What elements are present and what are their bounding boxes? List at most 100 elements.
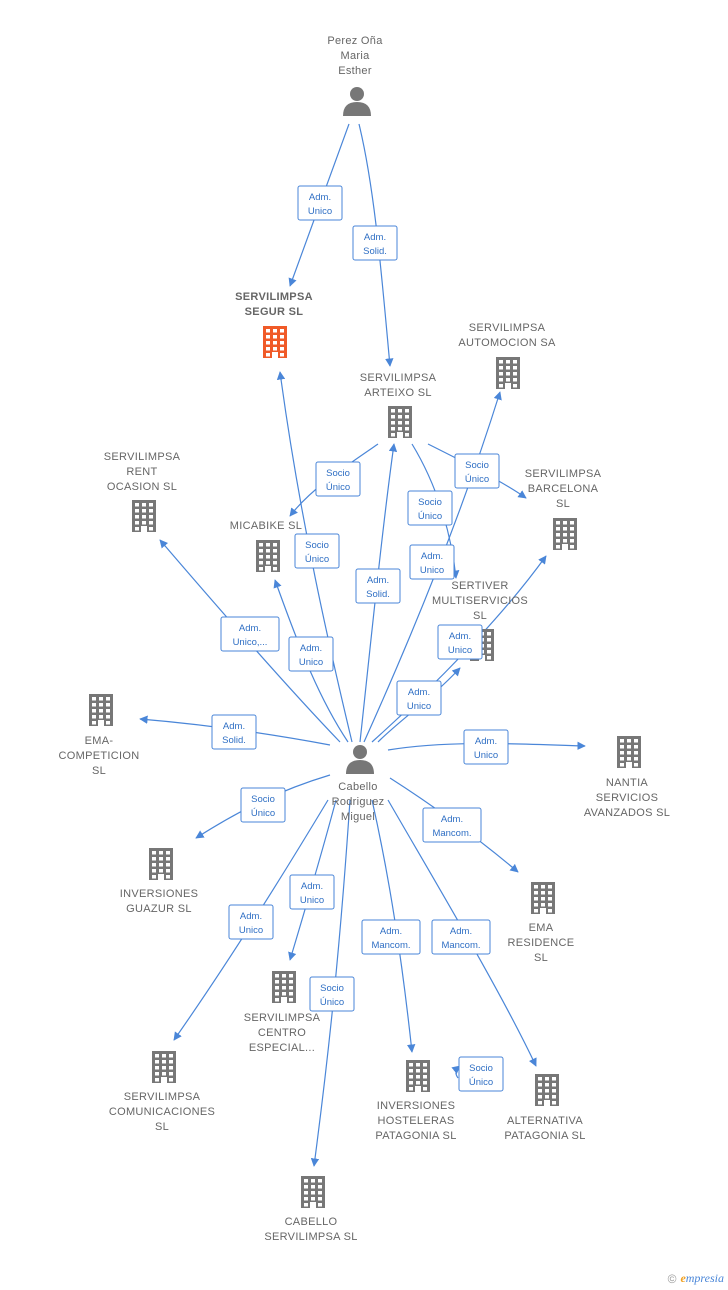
edge-label-box — [309, 976, 355, 1012]
node-label: CENTRO — [258, 1027, 306, 1039]
copyright-symbol: © — [667, 1271, 677, 1286]
person-icon — [343, 87, 371, 116]
edge-label-text: Unico — [239, 925, 263, 936]
edge-label-text: Adm. — [239, 623, 261, 634]
edge-label-text: Socio — [469, 1063, 493, 1074]
edge-label-cabello-arteixo[interactable]: Adm.Solid. — [355, 568, 401, 604]
edge-label-box — [288, 636, 334, 672]
edge-label-text: Solid. — [363, 246, 387, 257]
node-label: GUAZUR SL — [126, 903, 192, 915]
building-icon — [256, 540, 280, 572]
edge-label-cabello-emares[interactable]: Adm.Mancom. — [422, 807, 482, 843]
building-icon — [263, 326, 287, 358]
node-label: Cabello — [338, 781, 377, 793]
node-label: SL — [473, 610, 487, 622]
node-centro[interactable]: SERVILIMPSACENTROESPECIAL... — [244, 971, 321, 1054]
edge-label-text: Socio — [418, 497, 442, 508]
edge-label-box — [463, 729, 509, 765]
edge-label-cabello-emacomp[interactable]: Adm.Solid. — [211, 714, 257, 750]
node-label: ESPECIAL... — [249, 1042, 315, 1054]
edge-label-text: Único — [465, 474, 489, 485]
edge-label-box — [228, 904, 274, 940]
edge-label-cabello-altern[interactable]: Adm.Mancom. — [431, 919, 491, 955]
node-label: RESIDENCE — [508, 937, 575, 949]
node-label: COMUNICACIONES — [109, 1106, 215, 1118]
edge-label-box — [422, 807, 482, 843]
node-label: NANTIA — [606, 777, 648, 789]
edge-label-cabello-sertiver[interactable]: Adm.Unico — [396, 680, 442, 716]
edge-label-cabello-barcelona[interactable]: Adm.Unico — [437, 624, 483, 660]
edge-label-box — [361, 919, 421, 955]
node-micabike[interactable]: MICABIKE SL — [230, 520, 302, 572]
edge-label-box — [289, 874, 335, 910]
edge-label-cabello-micabike[interactable]: Adm.Unico — [288, 636, 334, 672]
person-icon — [346, 745, 374, 774]
edge-label-cabello-comunic[interactable]: Adm. Unico — [228, 904, 274, 940]
edge-label-text: Único — [305, 554, 329, 565]
edge-label-text: Adm. — [408, 687, 430, 698]
edge-label-text: Único — [418, 511, 442, 522]
edge-label-box — [220, 616, 280, 652]
edge-label-box — [211, 714, 257, 750]
edges-layer — [139, 123, 586, 1167]
edge-label-perez-arteixo[interactable]: Adm. Solid. — [352, 225, 398, 261]
node-label: SL — [534, 952, 548, 964]
node-label: Perez Oña — [327, 35, 383, 47]
edge-label-box — [352, 225, 398, 261]
edge-label-box — [396, 680, 442, 716]
node-label: Esther — [338, 65, 372, 77]
building-icon — [553, 518, 577, 550]
edge-label-text: Solid. — [222, 735, 246, 746]
node-label: Rodriguez — [332, 796, 385, 808]
brand-logo: empresia — [680, 1271, 724, 1285]
node-label: SL — [556, 498, 570, 510]
edge-label-cabello-rent[interactable]: Adm.Unico,... — [220, 616, 280, 652]
edge-label-text: Adm. — [364, 232, 386, 243]
edge-label-cabello-centro[interactable]: Adm.Unico — [289, 874, 335, 910]
edge-label-text: Unico — [448, 645, 472, 656]
footer-brand[interactable]: © empresia — [668, 1271, 724, 1286]
edge-label-text: Adm. — [240, 911, 262, 922]
node-label: SERVILIMPSA — [235, 291, 313, 303]
edge-label-text: Socio — [305, 540, 329, 551]
node-label: PATAGONIA SL — [504, 1130, 585, 1142]
node-label: SERVILIMPSA SL — [264, 1231, 357, 1243]
edge-label-text: Único — [320, 997, 344, 1008]
building-icon — [301, 1176, 325, 1208]
edge-label-box — [240, 787, 286, 823]
node-label: BARCELONA — [528, 483, 599, 495]
node-label: SERTIVER — [451, 580, 508, 592]
edge-label-cabello-automocion[interactable]: Adm.Unico — [409, 544, 455, 580]
building-icon — [272, 971, 296, 1003]
node-label: HOSTELERAS — [378, 1115, 455, 1127]
edge-label-perez-segur[interactable]: Adm.Unico — [297, 185, 343, 221]
edge-label-text: Adm. — [441, 814, 463, 825]
edge-label-cabello-nantia[interactable]: Adm.Unico — [463, 729, 509, 765]
edge-label-cabello-hostel[interactable]: Adm.Mancom. — [361, 919, 421, 955]
edge-label-text: Adm. — [421, 551, 443, 562]
